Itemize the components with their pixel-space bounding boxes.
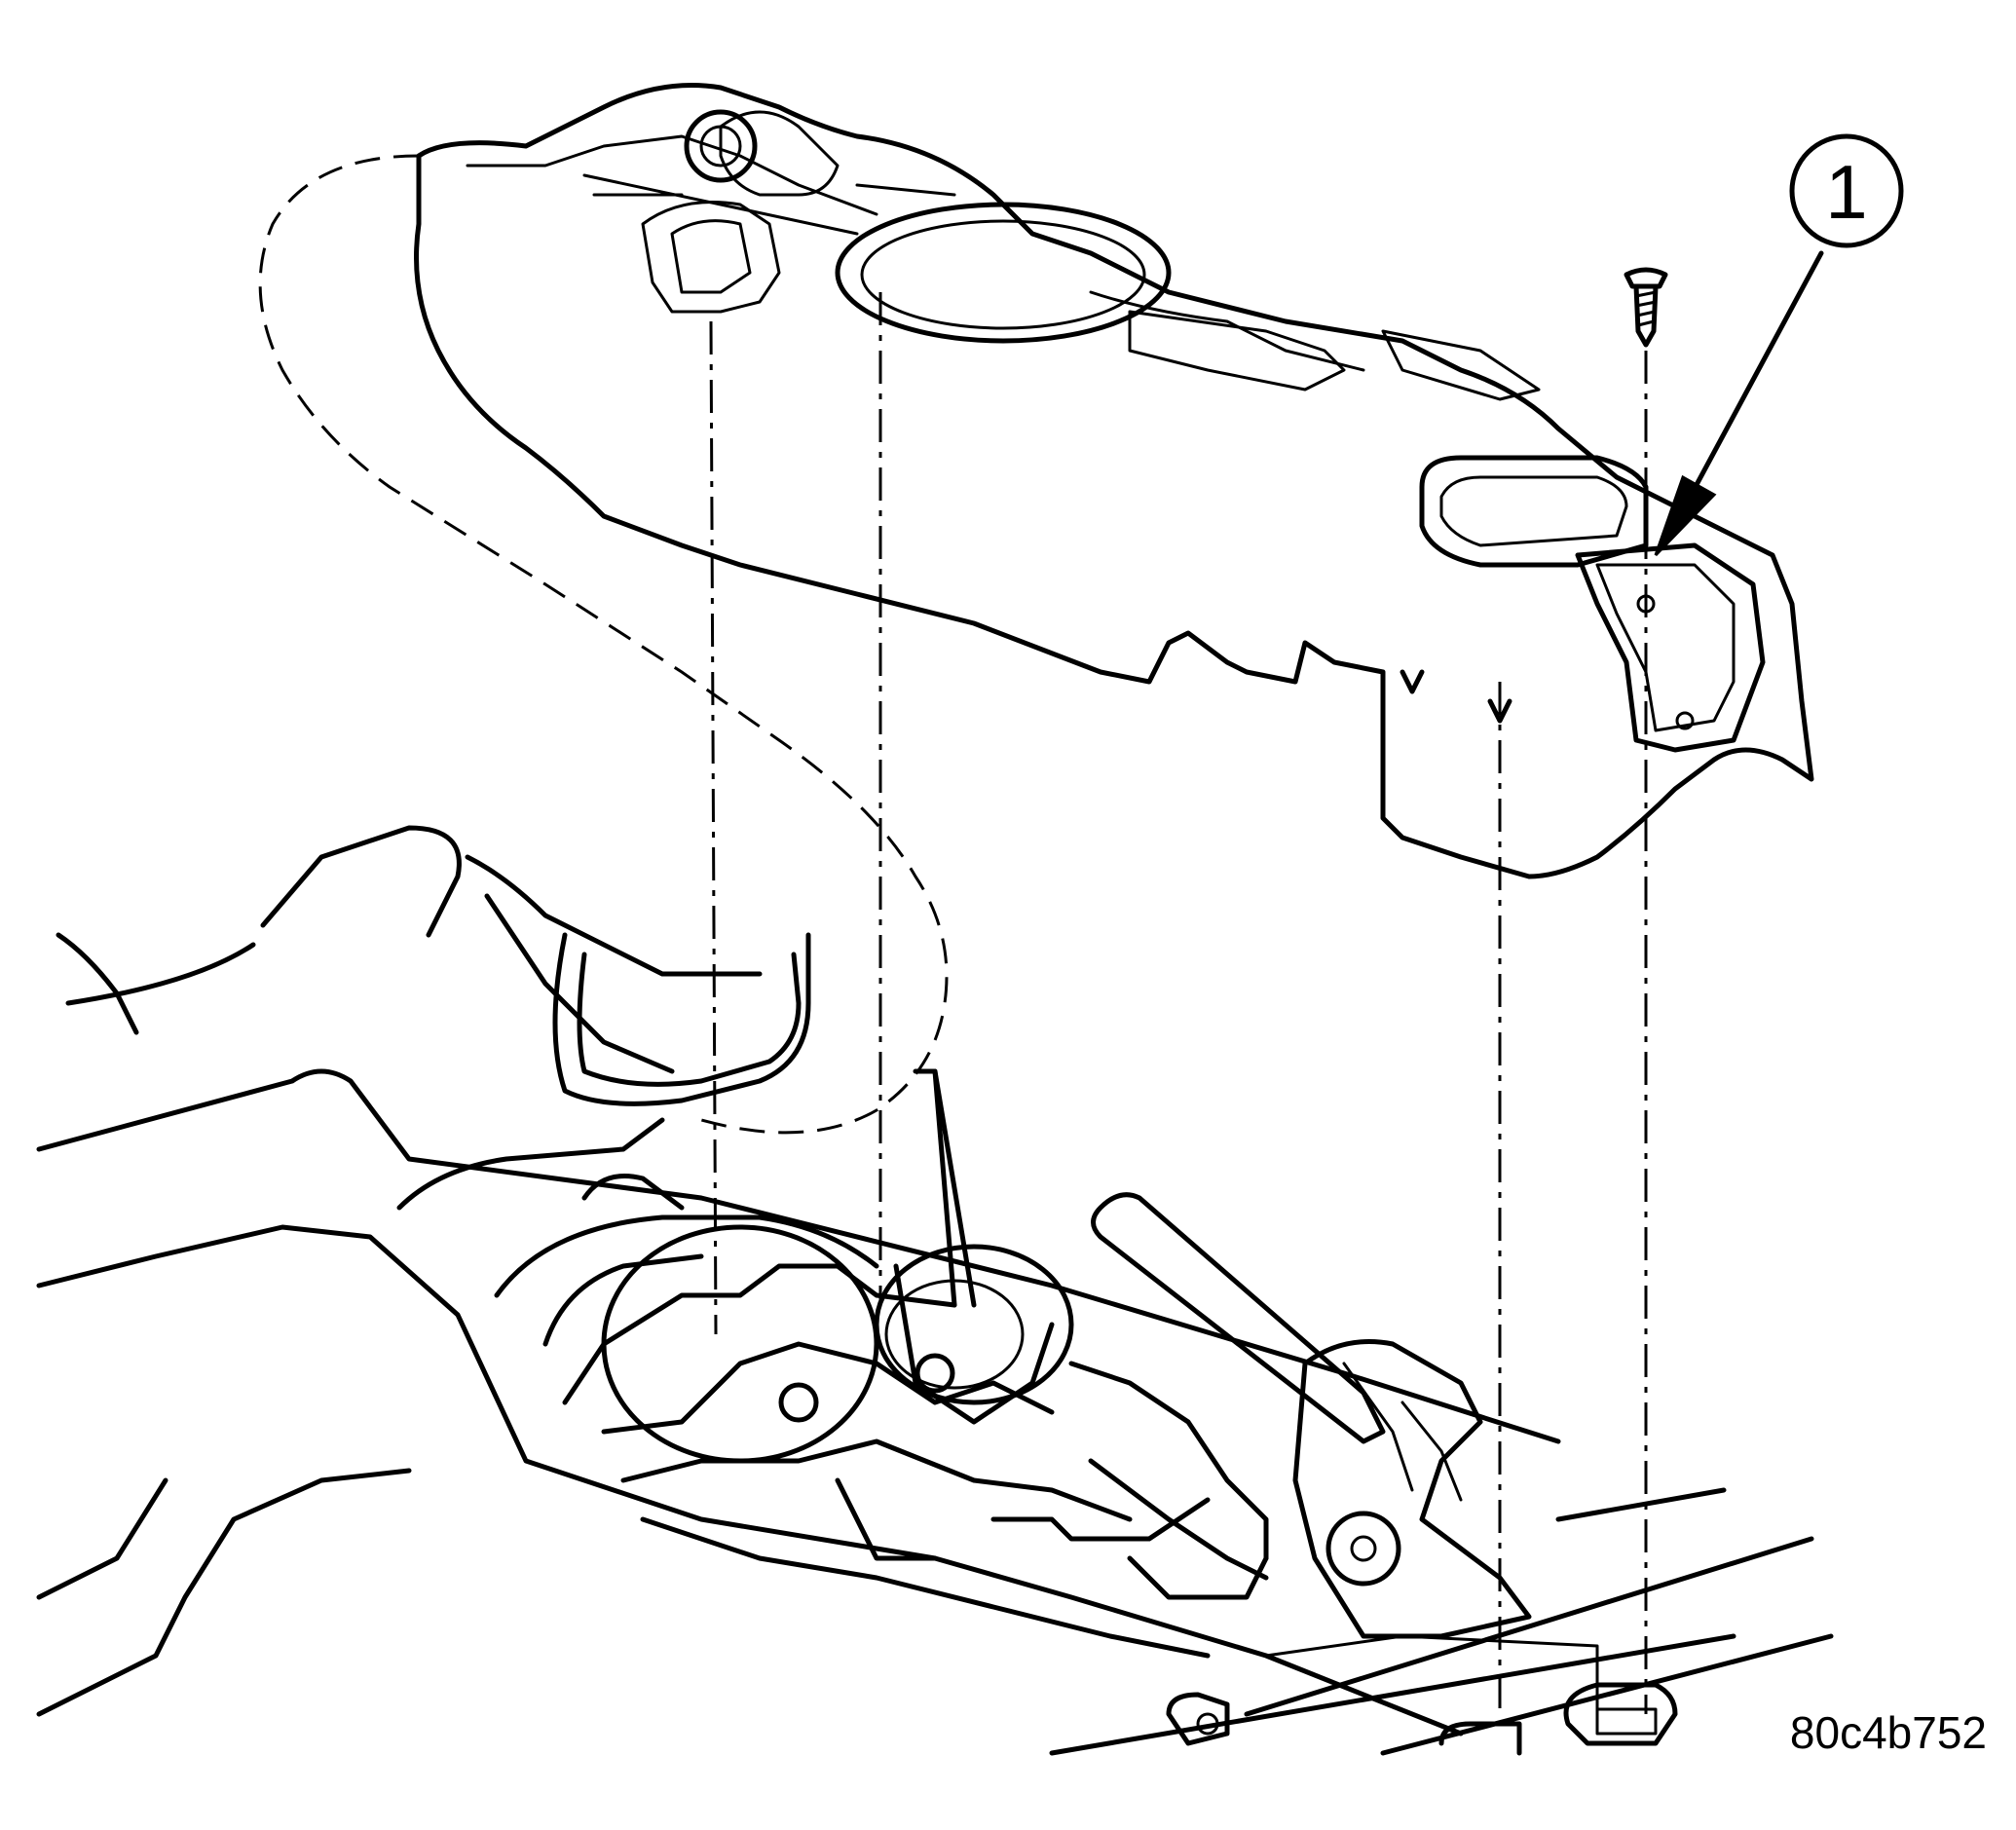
floor-tunnel (36, 1068, 1834, 1756)
alignment-lines (709, 292, 1648, 1714)
callout-number: 1 (1825, 149, 1867, 235)
figure-code: 80c4b752 (1790, 1707, 1987, 1758)
shifter-mechanism (494, 1068, 1269, 1659)
callout-circle (1789, 133, 1904, 248)
callout-1: 1 (1789, 133, 1904, 248)
rear-clip-receiver (1166, 1682, 1678, 1756)
parking-brake-lever (1091, 1192, 1532, 1639)
callout-arrow (1654, 250, 1824, 557)
console-screw (1624, 267, 1668, 348)
phantom-outline (258, 154, 949, 1135)
center-console (414, 83, 1814, 879)
seat-outline (56, 825, 811, 1211)
